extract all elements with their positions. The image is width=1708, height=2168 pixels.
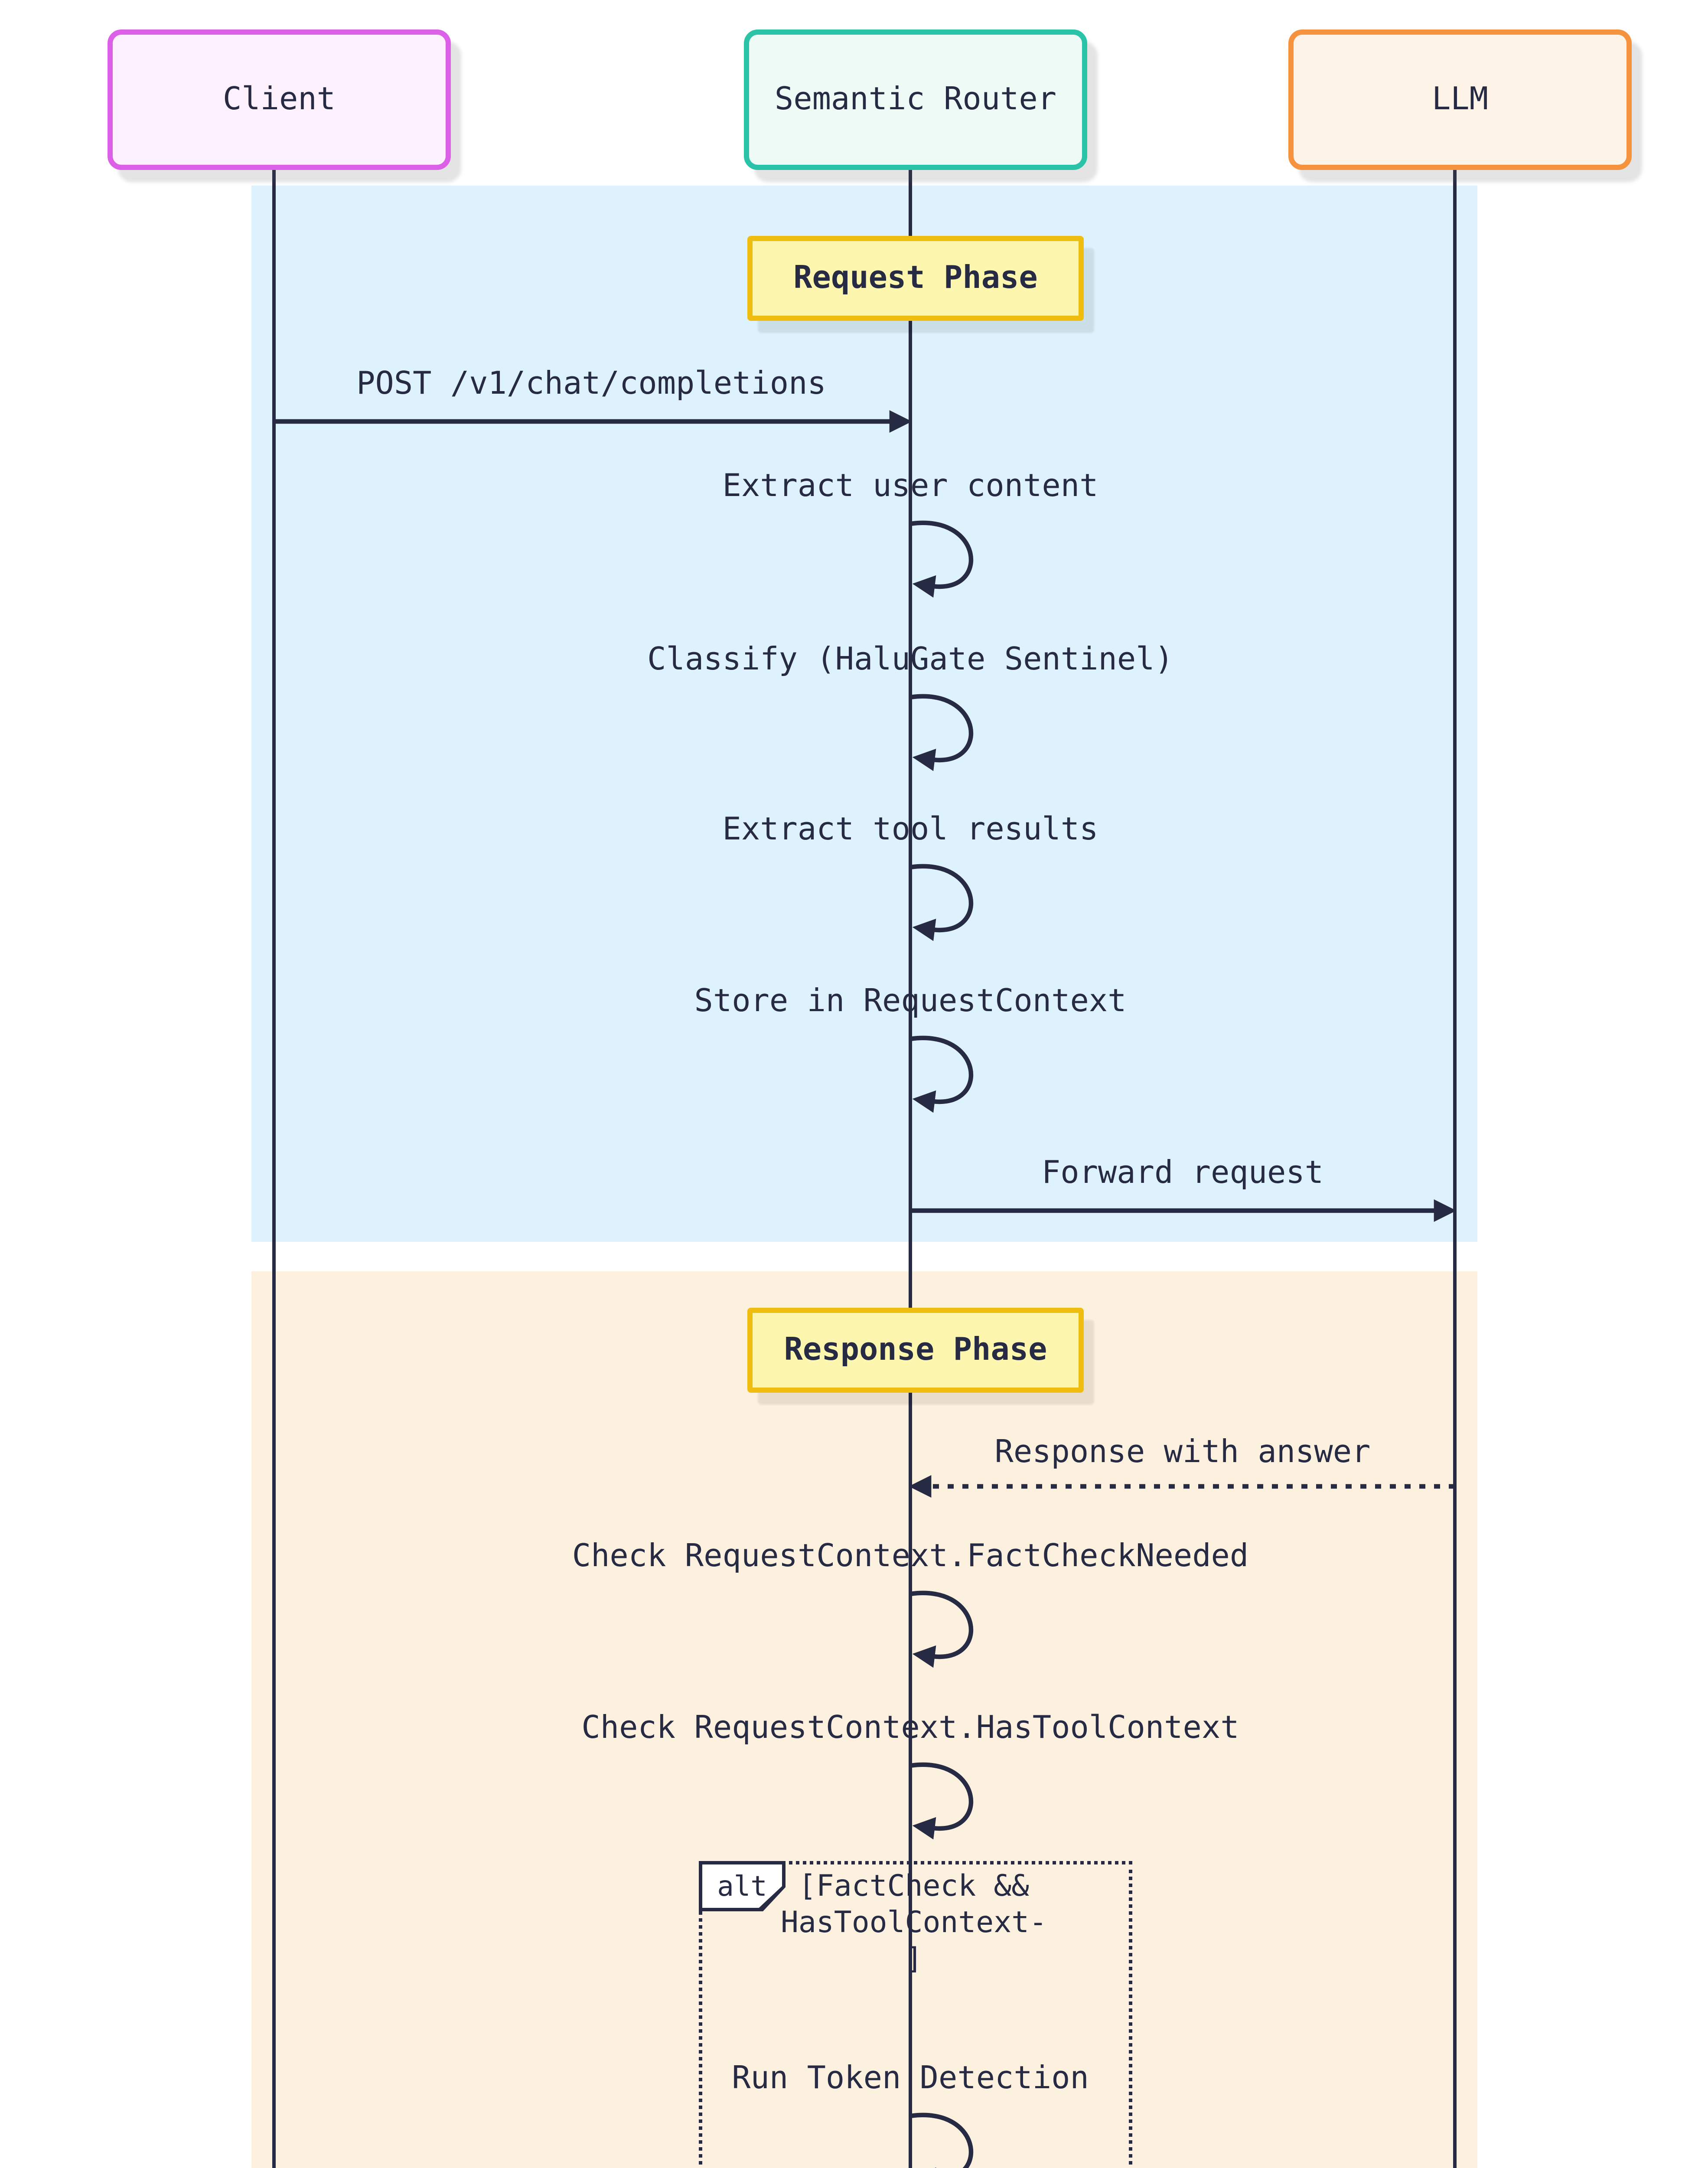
alt-condition-branch1: [FactCheck && HasToolContext- ]	[758, 1870, 1070, 1979]
lifeline-llm	[1453, 160, 1457, 2168]
message-label-forward-request: Forward request	[1041, 1155, 1324, 1192]
message-label-response-with-answer: Response with answer	[994, 1434, 1371, 1471]
participant-llm-top: LLM	[1288, 29, 1632, 170]
alt-operator-label: alt	[699, 1861, 786, 1911]
response-phase-band	[251, 1271, 1477, 2168]
message-label-store-request-context: Store in RequestContext	[694, 983, 1127, 1020]
note-response-phase: Response Phase	[747, 1308, 1084, 1393]
lifeline-semantic-router	[909, 160, 912, 2168]
lifeline-client	[272, 160, 276, 2168]
message-label-post-request: POST /v1/chat/completions	[356, 366, 826, 402]
request-phase-band	[251, 186, 1477, 1242]
participant-client-top: Client	[108, 29, 451, 170]
condition-line: [FactCheck &&	[798, 1870, 1030, 1904]
message-label-extract-tool-results: Extract tool results	[722, 812, 1098, 848]
participant-semantic-router-top: Semantic Router	[744, 29, 1087, 170]
condition-line: ]	[905, 1943, 923, 1977]
message-label-classify: Classify (HaluGate Sentinel)	[647, 642, 1173, 678]
condition-line: HasToolContext-	[780, 1906, 1047, 1941]
message-label-check-factcheckneeded: Check RequestContext.FactCheckNeeded	[572, 1538, 1249, 1575]
message-label-check-hastoolcontext: Check RequestContext.HasToolContext	[581, 1710, 1239, 1747]
note-request-phase: Request Phase	[747, 236, 1084, 321]
message-label-extract-user-content: Extract user content	[722, 468, 1098, 505]
alt-frame	[699, 1861, 1132, 2168]
message-label-run-token-detection: Run Token Detection	[732, 2060, 1089, 2097]
